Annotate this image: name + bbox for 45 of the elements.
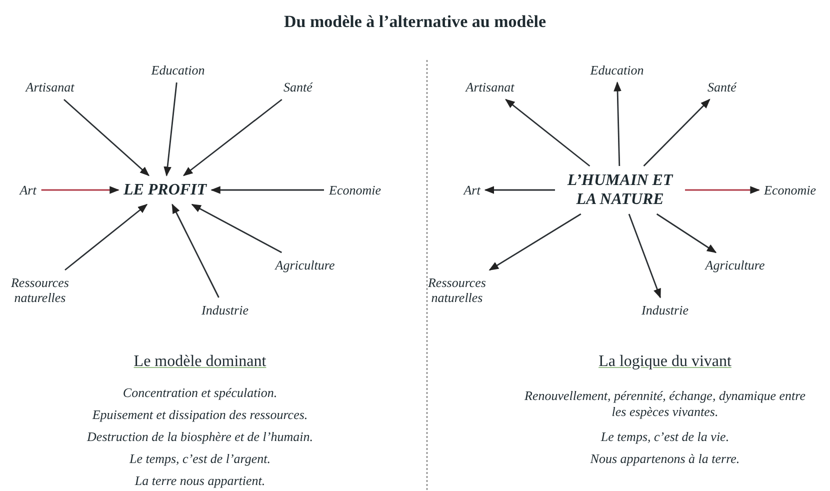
description-text: Renouvellement, pérennité, échange, dynamique entre les espèces vivantes. — [524, 388, 806, 420]
arrow — [41, 186, 120, 194]
description-text: Epuisement et dissipation des ressources. — [92, 407, 308, 423]
section-heading: La logique du vivant — [598, 353, 732, 371]
arrow — [182, 98, 282, 176]
arrow — [656, 213, 717, 254]
domain-label: Ressources naturelles — [417, 275, 497, 305]
domain-label: Artisanat — [26, 80, 74, 94]
description-text: Le temps, c’est de l’argent. — [129, 451, 271, 467]
arrow — [643, 98, 710, 166]
arrow — [164, 82, 178, 176]
domain-label: Santé — [708, 80, 736, 94]
arrow — [488, 213, 582, 271]
description-text: Concentration et spéculation. — [122, 385, 278, 401]
domain-label: Agriculture — [275, 258, 335, 272]
domain-label: Education — [590, 62, 644, 78]
arrow — [484, 186, 555, 194]
title: Du modèle à l’alternative au modèle — [284, 12, 546, 32]
description-text: Nous appartenons à la terre. — [590, 451, 740, 467]
central-concept: LE PROFIT — [123, 180, 207, 200]
domain-label: Economie — [329, 182, 381, 198]
domain-label: Artisanat — [466, 80, 514, 94]
arrow — [64, 204, 148, 271]
arrow — [172, 204, 220, 298]
domain-label: Education — [151, 62, 205, 78]
domain-label: Agriculture — [705, 258, 765, 272]
domain-label: Ressources naturelles — [0, 275, 80, 305]
description-text: Destruction de la biosphère et de l’humain. — [87, 429, 313, 445]
domain-label: Santé — [284, 80, 312, 94]
arrow — [614, 82, 622, 166]
arrow — [191, 204, 282, 254]
arrow — [210, 186, 324, 194]
description-text: Le temps, c’est de la vie. — [600, 429, 730, 445]
section-heading: Le modèle dominant — [134, 353, 266, 371]
description-text: La terre nous appartient. — [134, 473, 266, 489]
central-concept: L’HUMAIN ET LA NATURE — [560, 171, 680, 209]
arrow — [685, 186, 760, 194]
domain-label: Art — [20, 182, 36, 198]
domain-label: Industrie — [642, 302, 688, 318]
domain-label: Industrie — [202, 302, 248, 318]
arrow — [628, 214, 661, 298]
arrow — [505, 98, 590, 167]
domain-label: Economie — [764, 182, 816, 198]
arrow — [63, 98, 150, 176]
domain-label: Art — [464, 182, 480, 198]
